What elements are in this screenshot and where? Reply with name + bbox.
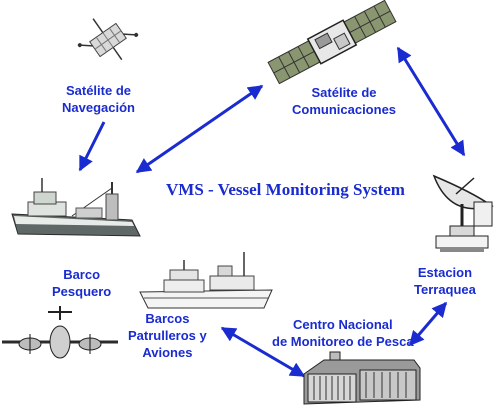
national-center-label: Centro Nacional de Monitoreo de Pesca [272, 317, 414, 349]
arrow-comm-station [396, 46, 466, 157]
ground-station-label: Estacion Terraquea [414, 265, 476, 297]
navigation-satellite-icon [77, 18, 139, 61]
satellite-dish-icon [432, 174, 494, 252]
nav-satellite-label: Satélite de Navegación [62, 83, 135, 115]
patrol-aircraft-icon [2, 306, 118, 359]
diagram-title: VMS - Vessel Monitoring System [166, 180, 405, 199]
communications-satellite-icon [267, 0, 397, 85]
patrol-label: Barcos Patrulleros y Aviones [128, 311, 207, 360]
monitoring-center-building-icon [303, 351, 421, 405]
arrow-center-patrol [220, 326, 306, 378]
fishing-boat-icon [11, 178, 141, 237]
arrows [78, 46, 466, 378]
comm-satellite-label: Satélite de Comunicaciones [292, 85, 397, 117]
fishing-boat-label: Barco Pesquero [52, 267, 112, 299]
arrow-boat-comm [135, 84, 264, 174]
patrol-ship-icon [139, 252, 273, 309]
arrow-nav-to-boat [78, 121, 106, 172]
arrow-station-center [408, 301, 448, 347]
